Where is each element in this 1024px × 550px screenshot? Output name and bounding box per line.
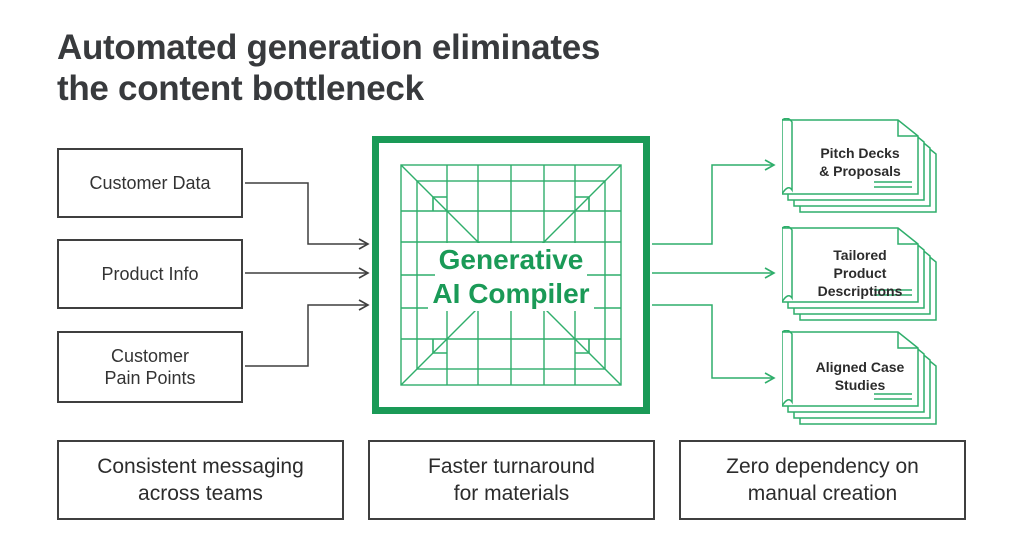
output-line: Tailored [833,247,887,263]
page-title: Automated generation eliminates the cont… [57,27,600,109]
output-pitch-decks: Pitch Decks & Proposals [782,118,940,214]
output-line: & Proposals [819,163,901,179]
benefit-label: Zero dependency on manual creation [726,453,919,507]
input-product-info: Product Info [57,239,243,309]
document-stack-icon [782,118,937,213]
output-line: Aligned Case [815,359,905,375]
output-product-descriptions: Tailored Product Descriptions [782,226,940,322]
benefit-faster-turnaround: Faster turnaround for materials [368,440,655,520]
input-line: Product Info [101,264,199,284]
input-label: Product Info [101,263,198,285]
compiler-line-2: AI Compiler [428,277,594,311]
benefit-label: Faster turnaround for materials [428,453,595,507]
output-line: Product [833,265,887,281]
input-line: Customer [110,346,190,366]
generative-ai-compiler: Generative AI Compiler [372,136,650,414]
input-label: Customer Data [89,172,210,194]
document-stack-icon [782,226,937,321]
input-pain-points: Customer Pain Points [57,331,243,403]
input-line: Customer Data [89,173,211,193]
title-line-1: Automated generation eliminates [57,28,601,67]
benefit-line: across teams [138,482,263,505]
input-label: Customer Pain Points [104,345,195,389]
benefit-consistent-messaging: Consistent messaging across teams [57,440,344,520]
connector-customer-data [245,182,370,250]
output-line: Descriptions [817,283,903,299]
output-case-studies: Aligned Case Studies [782,330,940,426]
title-line-2: the content bottleneck [57,69,424,108]
benefit-label: Consistent messaging across teams [97,453,304,507]
benefit-line: Zero dependency on [726,455,919,478]
output-line: Studies [834,377,886,393]
output-label: Tailored Product Descriptions [804,246,916,300]
compiler-label: Generative AI Compiler [379,243,643,311]
benefit-line: Faster turnaround [428,455,595,478]
compiler-line-1: Generative [434,243,588,277]
connector-case-studies [652,304,776,384]
benefit-zero-dependency: Zero dependency on manual creation [679,440,966,520]
benefit-line: Consistent messaging [97,455,304,478]
input-customer-data: Customer Data [57,148,243,218]
output-label: Aligned Case Studies [804,358,916,394]
benefit-line: for materials [453,482,570,505]
output-line: Pitch Decks [820,145,900,161]
connector-pain-points [245,299,370,367]
benefit-line: manual creation [747,482,898,505]
connector-pitch-decks [652,159,776,245]
input-line: Pain Points [104,368,196,388]
document-stack-icon [782,330,937,425]
output-label: Pitch Decks & Proposals [804,144,916,180]
